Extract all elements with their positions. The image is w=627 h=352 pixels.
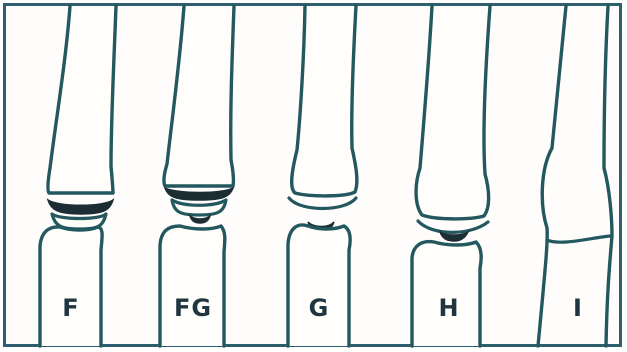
stage-label-i: I (573, 294, 583, 322)
stage-label-h: H (438, 294, 459, 322)
stage-label-fg: FG (174, 294, 212, 322)
stage-label-g: G (309, 294, 330, 322)
stage-label-f: F (62, 294, 79, 322)
